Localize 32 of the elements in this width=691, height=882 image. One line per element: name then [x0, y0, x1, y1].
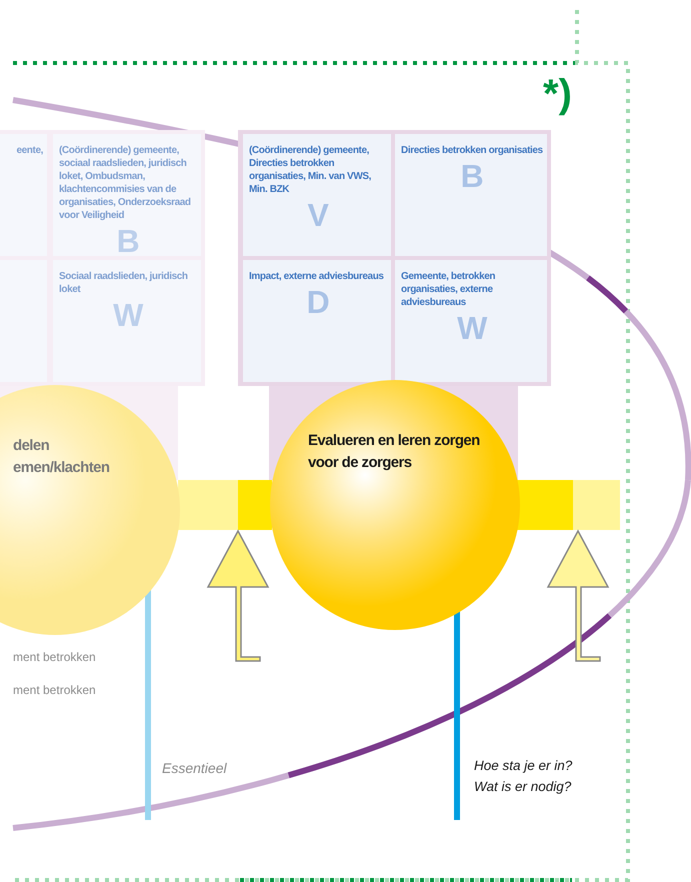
band-bar [178, 480, 272, 530]
cell-text: eente, [15, 144, 43, 157]
side-text: ment betrokken [13, 683, 96, 697]
block-arrow [546, 529, 610, 662]
grid-cell [395, 260, 547, 382]
side-text: ment betrokken [13, 650, 96, 664]
cell-letter: V [306, 198, 330, 232]
circle-label: delen emen/klachten [13, 436, 110, 478]
grid-cell [243, 260, 391, 382]
block-arrow [206, 529, 270, 662]
cell-text: Directies betrokken organisaties [401, 144, 543, 157]
cell-text: Gemeente, betrokken organisaties, externe adviesbureaus [401, 270, 496, 309]
cell-letter: D [306, 285, 330, 319]
grid-cell [395, 134, 547, 256]
topic-circle [0, 385, 180, 635]
cell-letter: B [116, 224, 140, 258]
question-text: Wat is er nodig? [474, 779, 572, 794]
footnote-mark: *) [543, 72, 572, 116]
band-bar [516, 480, 620, 530]
cell-letter: W [456, 311, 488, 345]
circle-label: Evalueren en leren zorgen voor de zorgers [308, 431, 481, 473]
cell-text: (Coördinerende) gemeente, Directies betrokken organisaties, Min. van VWS, Min. BZK [249, 144, 372, 196]
question-text: Hoe sta je er in? [474, 758, 572, 773]
grid-cell [243, 134, 391, 256]
cell-letter: W [112, 298, 144, 332]
cell-text: (Coördinerende) gemeente, sociaal raadslieden, juridisch loket, Ombudsman, klachtencommisies van de organisaties, Onderzoeksraad voor Veiligheid [59, 144, 192, 222]
cell-text: Sociaal raadslieden, juridisch loket [59, 270, 189, 296]
cell-text: Impact, externe adviesbureaus [249, 270, 385, 283]
panel-background [0, 130, 205, 386]
panel-background [238, 130, 551, 386]
cell-letter: B [460, 159, 484, 193]
curve-label: Essentieel [162, 760, 227, 776]
